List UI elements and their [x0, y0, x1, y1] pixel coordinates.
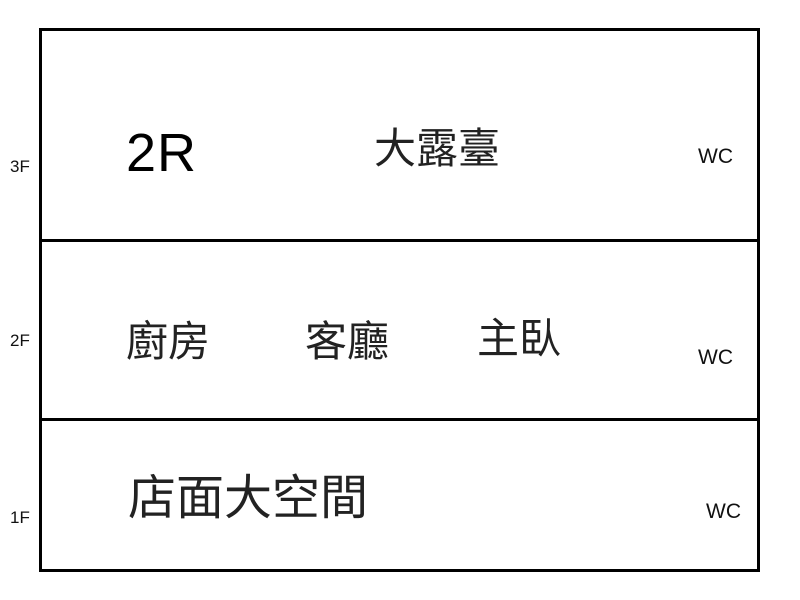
room-master-bedroom: 主臥: [477, 314, 562, 363]
floor-label-1f: 1F: [10, 508, 30, 527]
floor-label-2f: 2F: [10, 331, 30, 350]
floor-1-outline: [39, 418, 760, 572]
wc-1f: WC: [706, 500, 741, 523]
wc-2f: WC: [698, 346, 733, 369]
room-2r: 2R: [126, 123, 198, 183]
room-terrace: 大露臺: [374, 124, 501, 173]
floor-label-3f: 3F: [10, 157, 30, 176]
room-storefront: 店面大空間: [128, 470, 369, 526]
room-living: 客廳: [305, 317, 390, 366]
wc-3f: WC: [698, 145, 733, 168]
room-kitchen: 廚房: [126, 317, 211, 366]
